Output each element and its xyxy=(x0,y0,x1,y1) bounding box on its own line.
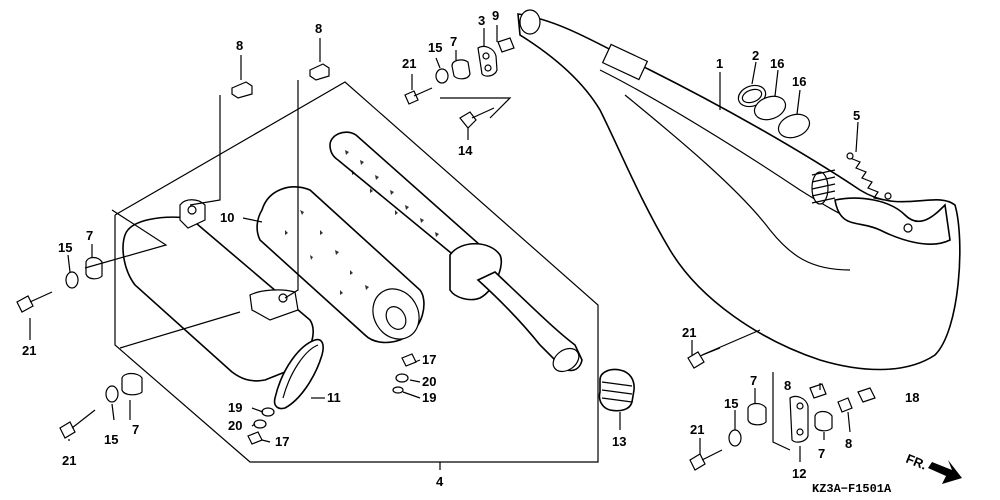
callout-15: 15 xyxy=(58,240,72,255)
callout-8: 8 xyxy=(236,38,243,53)
callout-21: 21 xyxy=(690,422,704,437)
inner-pipe xyxy=(329,131,583,373)
callout-5: 5 xyxy=(853,108,860,123)
callout-8: 8 xyxy=(784,378,791,393)
callout-15: 15 xyxy=(104,432,118,447)
callout-21: 21 xyxy=(62,453,76,468)
callout-20: 20 xyxy=(228,418,242,433)
callout-4: 4 xyxy=(436,474,444,489)
callout-18: 18 xyxy=(905,390,919,405)
exhaust-pipe-chamber xyxy=(517,9,961,371)
callout-9: 9 xyxy=(492,8,499,23)
callout-7: 7 xyxy=(86,228,93,243)
callout-labels: 8 8 9 3 7 15 21 14 2 16 16 1 5 10 15 7 2… xyxy=(22,8,919,489)
front-arrow-icon xyxy=(928,460,962,484)
callout-15: 15 xyxy=(724,396,738,411)
gasket-rings xyxy=(737,84,811,139)
callout-1: 1 xyxy=(716,56,723,71)
front-direction-indicator: FR. xyxy=(904,451,962,484)
callout-21: 21 xyxy=(682,325,696,340)
callout-14: 14 xyxy=(458,143,473,158)
callout-12: 12 xyxy=(792,466,806,481)
callout-17: 17 xyxy=(275,434,289,449)
callout-7: 7 xyxy=(750,373,757,388)
callout-7: 7 xyxy=(450,34,457,49)
callout-19: 19 xyxy=(228,400,242,415)
callout-7: 7 xyxy=(818,446,825,461)
callout-2: 2 xyxy=(752,48,759,63)
callout-10: 10 xyxy=(220,210,234,225)
callout-11: 11 xyxy=(327,390,341,405)
callout-7: 7 xyxy=(132,422,139,437)
callout-17: 17 xyxy=(422,352,436,367)
callout-15: 15 xyxy=(428,40,442,55)
diagram-code: KZ3A−F1501A xyxy=(812,482,892,496)
muffler-assembly-bracket xyxy=(114,81,599,470)
spring-part xyxy=(846,152,892,201)
rubber-grommet xyxy=(598,368,635,412)
callout-16: 16 xyxy=(792,74,806,89)
muffler-packing xyxy=(256,186,425,344)
callout-13: 13 xyxy=(612,434,626,449)
leader-lines xyxy=(29,25,859,462)
callout-8: 8 xyxy=(315,21,322,36)
heat-band xyxy=(273,338,324,410)
callout-21: 21 xyxy=(22,343,36,358)
callout-3: 3 xyxy=(478,13,485,28)
callout-21: 21 xyxy=(402,56,416,71)
callout-8: 8 xyxy=(845,436,852,451)
callout-20: 20 xyxy=(422,374,436,389)
callout-16: 16 xyxy=(770,56,784,71)
front-label: FR. xyxy=(904,451,929,473)
callout-19: 19 xyxy=(422,390,436,405)
